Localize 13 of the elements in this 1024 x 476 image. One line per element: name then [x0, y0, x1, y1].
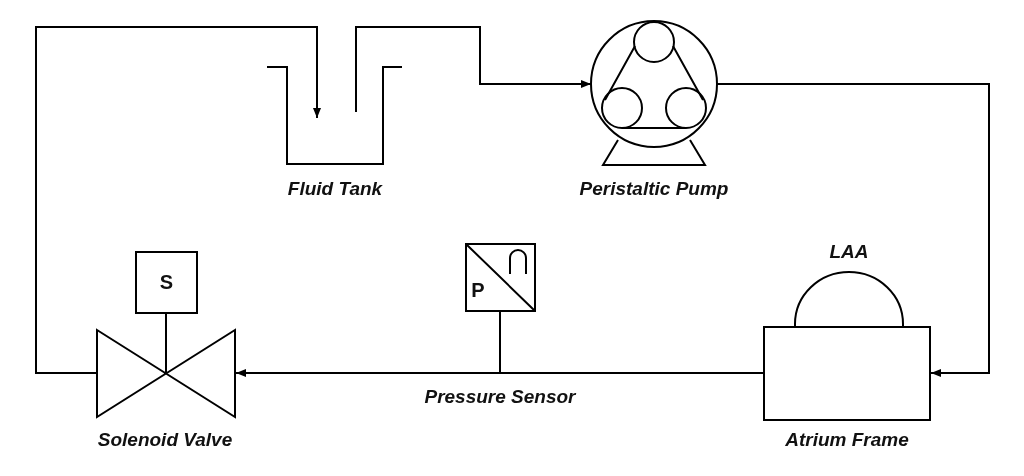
connector-line: [499, 310, 501, 374]
node-label: Fluid Tank: [286, 178, 384, 200]
node-label: Peristaltic Pump: [578, 178, 730, 200]
sensor-label: Pressure Sensor: [423, 386, 577, 408]
flow-arrow: [35, 26, 321, 374]
flow-arrow: [355, 26, 592, 113]
solenoid-letter: S: [158, 271, 175, 293]
flow-arrow: [235, 369, 765, 377]
node-label: Solenoid Valve: [96, 429, 234, 451]
sensor-letter: P: [470, 279, 486, 301]
node-label: Atrium Frame: [784, 429, 910, 451]
node-label: LAA: [828, 241, 870, 263]
flow-arrow: [716, 83, 990, 377]
